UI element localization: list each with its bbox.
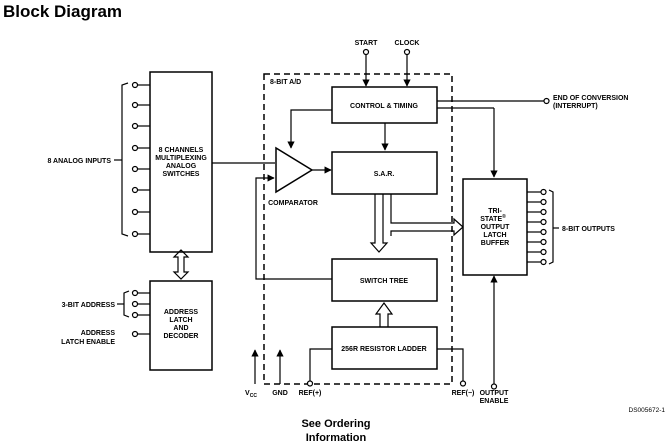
ale-pin <box>131 330 139 338</box>
analog-input-pin <box>131 208 139 216</box>
outputs-label: 8-BIT OUTPUTS <box>562 226 615 233</box>
output-enable-label-1: OUTPUT <box>480 390 510 397</box>
mux-label-3: ANALOG <box>166 163 197 170</box>
address-pins <box>131 289 150 319</box>
address-pin <box>131 289 139 297</box>
sar-block <box>331 151 438 195</box>
address-pin <box>131 311 139 319</box>
sar-label: S.A.R. <box>374 171 395 178</box>
start-pin <box>362 48 370 56</box>
mux-label-4: SWITCHES <box>163 171 200 178</box>
tri-state-label-3: OUTPUT <box>481 224 511 231</box>
diagram-title: Block Diagram <box>3 2 122 21</box>
output-enable-pin <box>490 383 498 390</box>
output-pin <box>540 218 547 226</box>
output-pin <box>540 248 547 256</box>
ref-plus-wire <box>309 348 332 381</box>
address-decoder-block <box>149 280 213 371</box>
adc-boundary <box>263 73 453 385</box>
decoder-label-2: LATCH <box>169 317 192 324</box>
mux-decoder-bus <box>172 249 190 280</box>
eoc-interrupt-label: (INTERRUPT) <box>553 103 598 110</box>
address-label: 3-BIT ADDRESS <box>62 302 116 309</box>
tri-state-label-4: LATCH <box>483 232 506 239</box>
ref-minus-label: REF(−) <box>452 390 475 397</box>
footer-line-2: Information <box>306 432 367 444</box>
tri-state-buffer-block <box>462 178 528 276</box>
ref-plus-label: REF(+) <box>299 390 322 397</box>
control-timing-label: CONTROL & TIMING <box>350 103 418 110</box>
output-pin <box>540 198 547 206</box>
sar-to-switch-tree-bus <box>369 194 389 253</box>
address-pin <box>131 300 139 308</box>
multiplexer-block <box>149 71 213 253</box>
eoc-label: END OF CONVERSION <box>553 95 628 102</box>
tri-state-label-5: BUFFER <box>481 240 509 247</box>
analog-input-pin <box>131 144 139 152</box>
control-timing-block <box>331 86 438 124</box>
eoc-pin <box>543 97 550 105</box>
switch-tree-to-comparator-wire <box>255 174 332 280</box>
clock-label: CLOCK <box>395 40 420 47</box>
analog-input-pin <box>131 165 139 173</box>
analog-input-pin <box>131 186 139 194</box>
ref-plus-pin <box>306 380 314 387</box>
ref-minus-pin <box>459 380 467 387</box>
mux-label-1: 8 CHANNELS <box>159 147 204 154</box>
analog-input-pin <box>131 230 139 238</box>
analog-inputs-brace <box>121 82 129 237</box>
analog-input-pins <box>131 81 150 238</box>
ctrl-to-comparator-wire <box>287 109 332 149</box>
analog-input-pin <box>131 122 139 130</box>
output-enable-label-2: ENABLE <box>480 398 509 405</box>
decoder-label-3: AND <box>173 325 188 332</box>
output-pin <box>540 208 547 216</box>
comparator-label: COMPARATOR <box>268 200 318 207</box>
adc-boundary-label: 8-BIT A/D <box>270 79 301 86</box>
start-label: START <box>355 40 379 47</box>
ale-label-1: ADDRESS <box>81 330 116 337</box>
tri-state-label-2: STATE® <box>480 213 506 223</box>
decoder-label-4: DECODER <box>163 333 198 340</box>
footer-line-1: See Ordering <box>301 418 370 430</box>
analog-inputs-label: 8 ANALOG INPUTS <box>47 158 111 165</box>
outputs-brace <box>548 189 554 265</box>
output-pin <box>540 238 547 246</box>
analog-input-pin <box>131 81 139 89</box>
mux-label-2: MULTIPLEXING <box>155 155 207 162</box>
decoder-label-1: ADDRESS <box>164 309 199 316</box>
output-pin <box>540 228 547 236</box>
switch-tree-block <box>331 258 438 302</box>
vcc-label: VCC <box>245 390 257 399</box>
ladder-to-switch-tree-bus <box>374 301 394 327</box>
switch-tree-label: SWITCH TREE <box>360 278 409 285</box>
resistor-ladder-block <box>331 326 438 370</box>
digital-output-pins <box>527 188 547 266</box>
ref-minus-wire <box>437 348 464 381</box>
clock-pin <box>403 48 411 56</box>
document-number: DS005672-1 <box>629 407 666 414</box>
gnd-label: GND <box>272 390 288 397</box>
output-pin <box>540 188 547 196</box>
address-brace <box>123 290 130 318</box>
output-pin <box>540 258 547 266</box>
comparator-symbol <box>275 146 314 194</box>
resistor-ladder-label: 256R RESISTOR LADDER <box>341 346 426 353</box>
ale-label-2: LATCH ENABLE <box>61 339 115 346</box>
tri-state-label-1: TRI- <box>488 208 502 215</box>
analog-input-pin <box>131 101 139 109</box>
